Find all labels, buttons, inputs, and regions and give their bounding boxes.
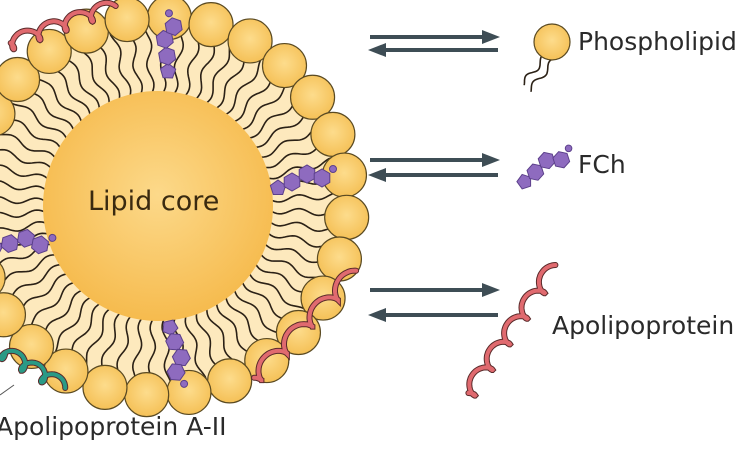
- ring: [313, 168, 331, 188]
- hydroxyl: [564, 144, 573, 153]
- ring: [283, 172, 301, 192]
- phospholipid-head: [0, 56, 41, 103]
- phospholipid-head: [289, 74, 336, 120]
- lipid-tail: [172, 25, 185, 96]
- reverse-arrow-head: [368, 43, 386, 57]
- lipid-tail: [233, 288, 285, 339]
- reverse-arrow-head: [368, 308, 386, 322]
- lipid-tail: [0, 164, 50, 181]
- cholesterol-top: [155, 9, 183, 79]
- hydroxyl: [329, 165, 337, 173]
- hydroxyl: [48, 233, 57, 242]
- phospholipid-head: [188, 1, 234, 48]
- fch-icon: [516, 144, 573, 190]
- embedded-cholesterol: [0, 9, 337, 388]
- lipid-tail: [0, 209, 47, 219]
- forward-arrow-head: [482, 283, 500, 297]
- phospholipid-head: [104, 0, 150, 43]
- phospholipid-label: Phospholipid: [578, 27, 737, 56]
- lipid-tail: [31, 73, 83, 124]
- lipid-tail: [0, 196, 47, 205]
- exchange-arrows: [368, 30, 500, 322]
- cholesterol-left: [0, 228, 57, 255]
- hydroxyl: [180, 379, 189, 388]
- phospholipid-icon: [533, 23, 571, 61]
- ring: [171, 348, 191, 367]
- phospholipid-head: [0, 92, 16, 136]
- ring: [552, 151, 571, 169]
- bound-apolipoproteins: [0, 0, 360, 396]
- forward-arrow-head: [482, 153, 500, 167]
- lipid-tail: [247, 271, 308, 312]
- ring: [298, 164, 316, 184]
- lipid-tail: [223, 56, 264, 117]
- phospholipid-head: [227, 18, 273, 64]
- lipid-tail: [25, 281, 76, 333]
- lipid-tail: [184, 314, 208, 382]
- hydroxyl: [164, 9, 173, 18]
- lipid-tail: [0, 148, 53, 170]
- lipid-tail: [240, 79, 291, 131]
- reverse-arrow-head: [368, 168, 386, 182]
- cholesterol-bottom: [162, 319, 191, 388]
- lipid-tail: [0, 133, 57, 160]
- leader-line: [0, 384, 15, 396]
- lipid-tail: [0, 220, 48, 232]
- ring: [166, 363, 186, 381]
- ring: [16, 228, 35, 248]
- lipid-tail: [0, 180, 48, 192]
- cholesterol-right: [269, 164, 337, 195]
- ring: [31, 235, 50, 255]
- lipid-tail: [143, 24, 155, 95]
- lipid-tail: [108, 30, 132, 98]
- ring: [537, 151, 556, 170]
- apolipoprotein-a2-label: Apolipoprotein A-II: [0, 412, 227, 441]
- lipid-core-label: Lipid core: [88, 186, 220, 217]
- lipid-tail: [52, 295, 93, 356]
- lipid-tail: [204, 39, 233, 105]
- phospholipid-heads: [0, 0, 370, 418]
- legend-icons: [465, 23, 573, 399]
- phospholipid-head: [82, 364, 128, 411]
- forward-arrow-head: [482, 30, 500, 44]
- lipid-tail: [259, 252, 325, 281]
- ring: [164, 17, 183, 37]
- phospholipid-head: [0, 292, 27, 338]
- lipid-core: [43, 91, 273, 321]
- lipid-tail: [161, 317, 173, 388]
- phospholipid-head: [124, 372, 170, 418]
- apolipoprotein-icon: [466, 263, 558, 398]
- apolipoprotein-bottom-right: [252, 268, 359, 383]
- fch-label: FCh: [578, 150, 626, 179]
- apolipoprotein-top: [8, 0, 118, 52]
- phospholipid-head: [324, 194, 370, 240]
- lipid-tail: [8, 100, 69, 141]
- lipid-tail: [83, 307, 112, 373]
- phospholipid-tail: [530, 57, 557, 92]
- phospholipid-head: [0, 262, 6, 293]
- phospholipid-head: [261, 42, 308, 89]
- lipid-tail: [268, 220, 339, 233]
- lipid-tail: [266, 156, 334, 180]
- phospholipid-head: [310, 111, 356, 157]
- lipid-tail: [269, 191, 340, 203]
- hdl-particle: [0, 0, 370, 418]
- apolipoprotein-a2: [0, 348, 68, 390]
- apolipoprotein-icon-outline: [465, 262, 559, 399]
- ring: [155, 29, 174, 49]
- lipid-tail: [131, 316, 144, 387]
- apolipoprotein-label: Apolipoprotein: [552, 311, 735, 340]
- phospholipid-head: [207, 358, 253, 404]
